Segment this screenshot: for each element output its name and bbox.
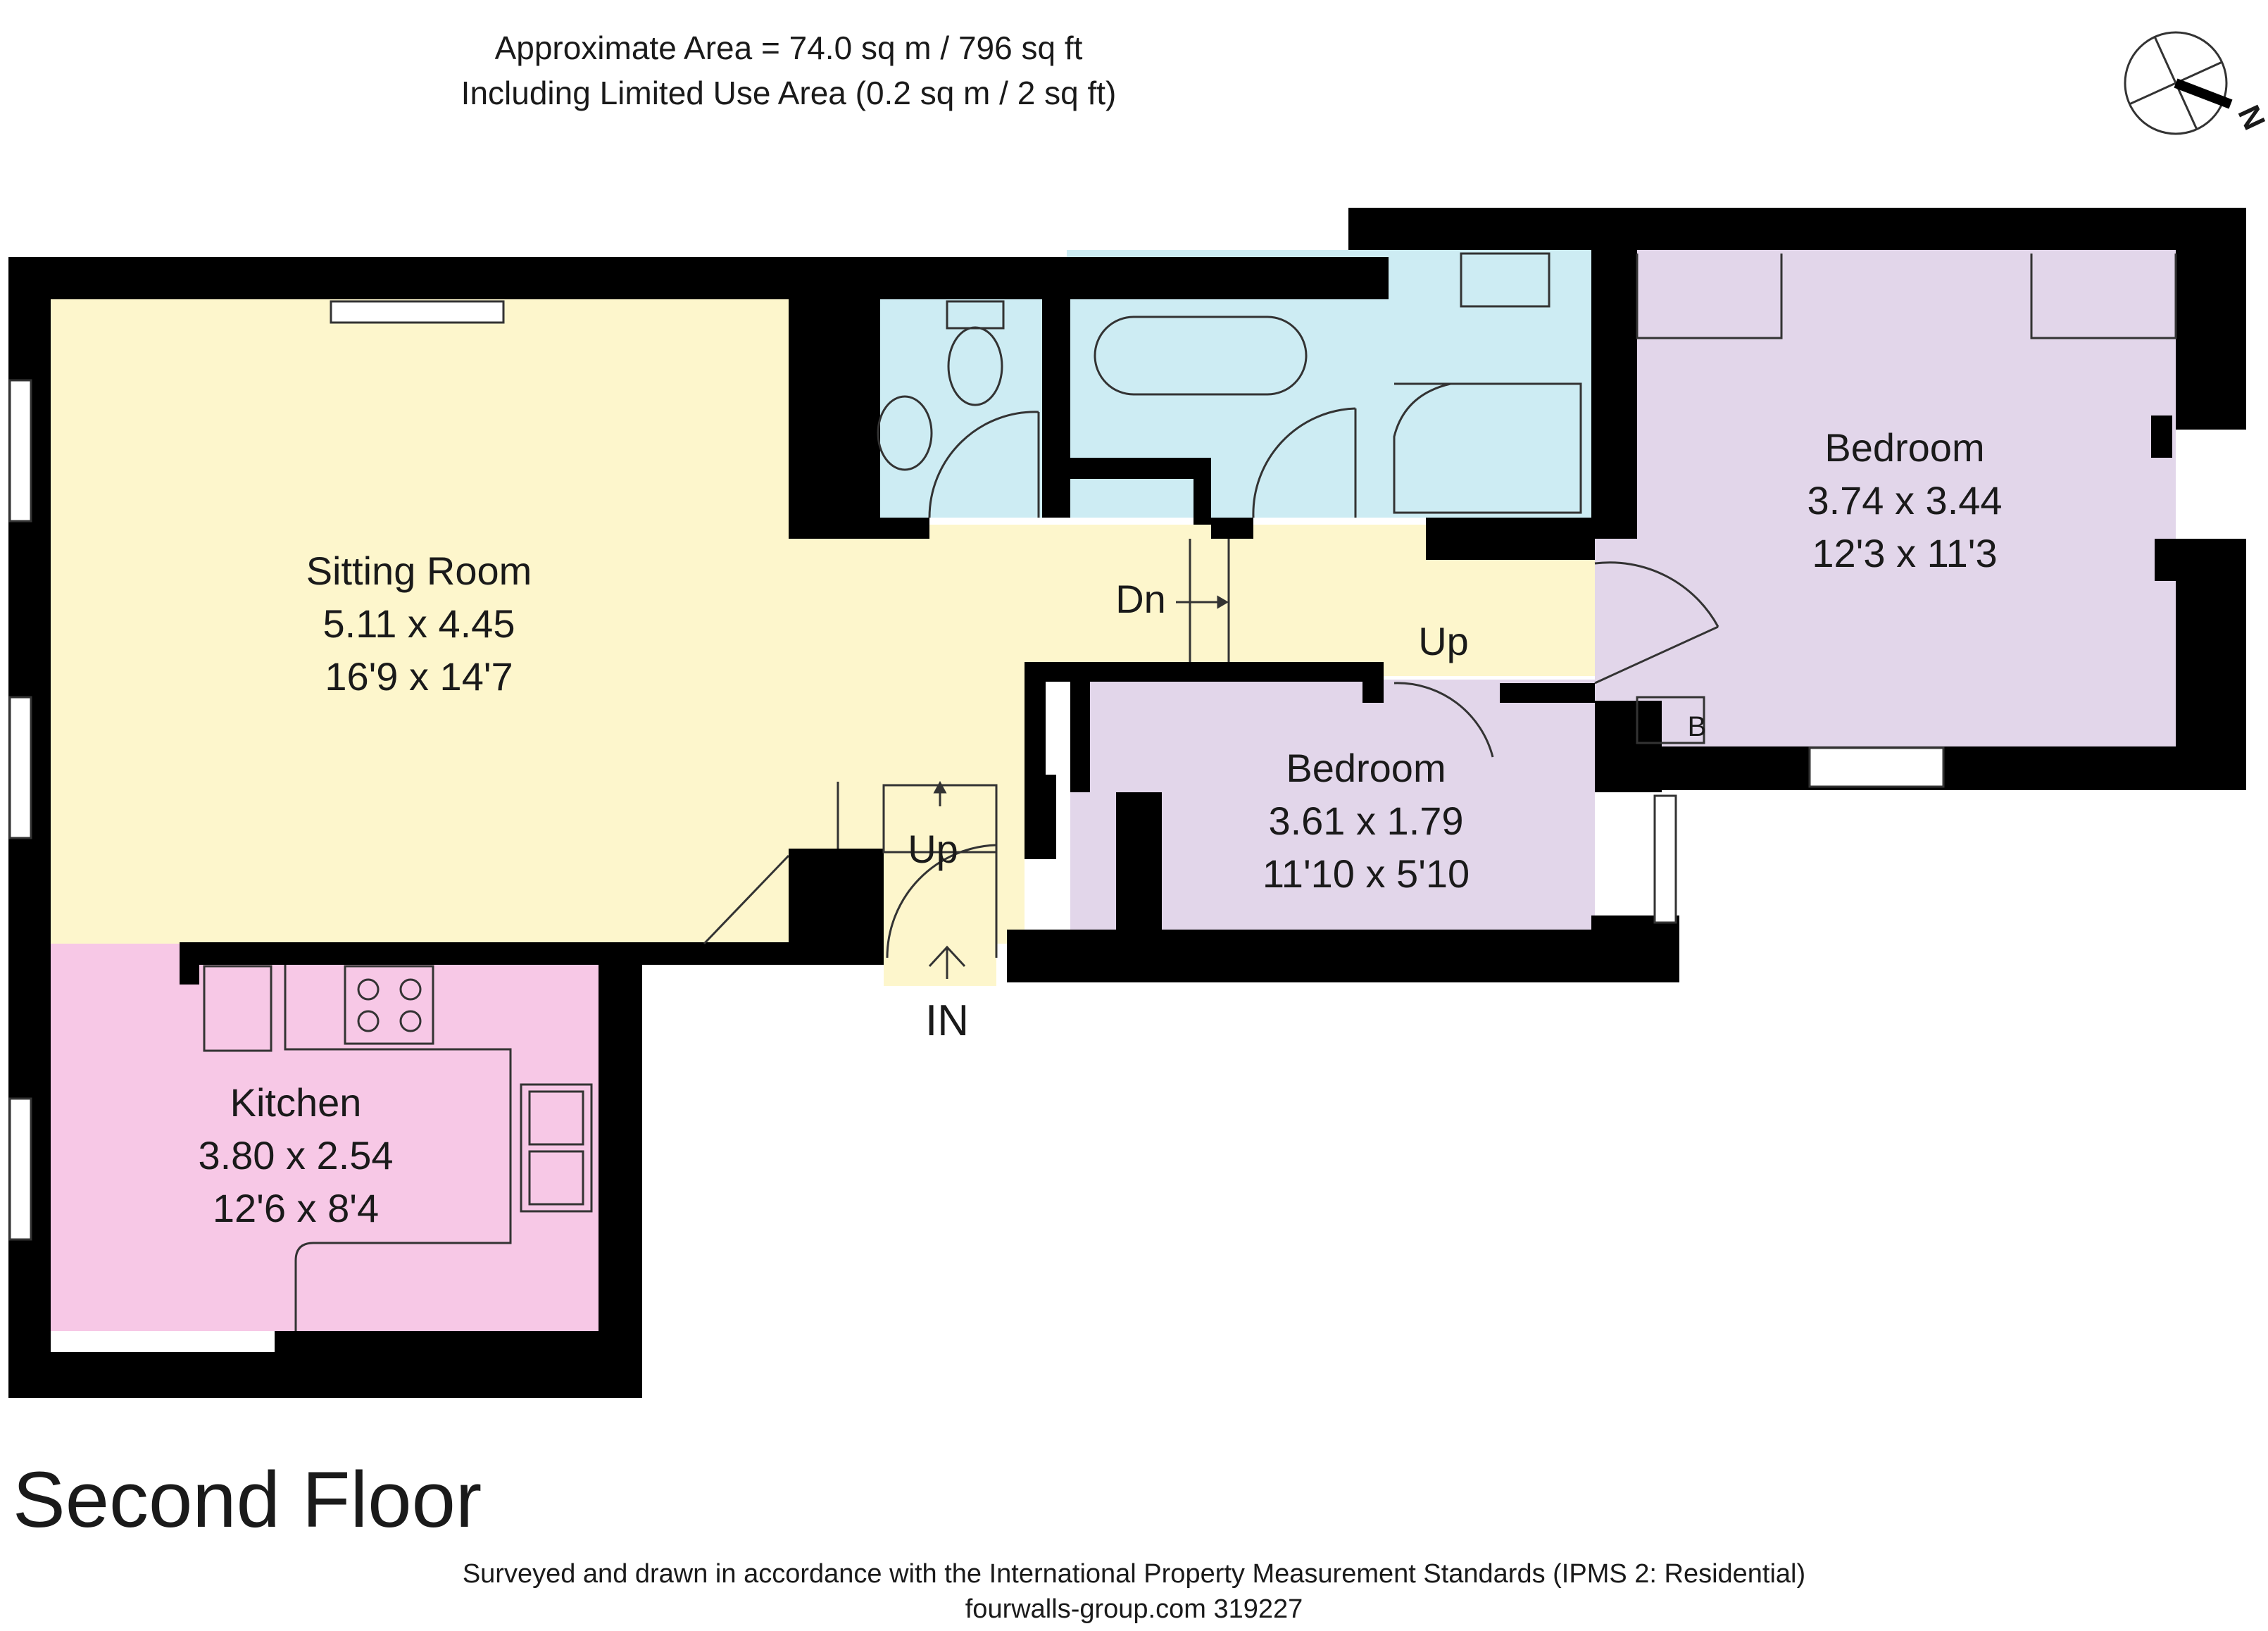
- sitting-room-name: Sitting Room: [306, 549, 532, 593]
- compass-needle: [2174, 78, 2233, 109]
- kitchen-worktop: [284, 965, 512, 1331]
- bedroom-large-window: [1808, 746, 1945, 788]
- bedroom-large-imperial: 12'3 x 11'3: [1812, 531, 1997, 575]
- bedroom-large-name: Bedroom: [1824, 425, 1984, 470]
- room-fills: [49, 250, 2176, 1331]
- wc-basin: [877, 395, 933, 471]
- boiler-label: B: [1688, 711, 1707, 742]
- kitchen-sink: [520, 1083, 593, 1213]
- bedroom-small-metric: 3.61 x 1.79: [1268, 799, 1463, 843]
- boiler-cupboard: [1636, 696, 1705, 744]
- kitchen-fill: [49, 944, 599, 1331]
- entrance-fill: [884, 782, 996, 986]
- compass: N: [2124, 31, 2268, 135]
- bedroom-small-imperial: 11'10 x 5'10: [1263, 851, 1470, 896]
- sitting-top-radiator: [330, 300, 505, 324]
- bedroom-small-window: [1653, 794, 1677, 924]
- kitchen-imperial: 12'6 x 8'4: [213, 1186, 379, 1230]
- sitting-window-2: [8, 696, 32, 839]
- floor-title: Second Floor: [13, 1456, 482, 1544]
- sitting-window-1: [8, 379, 32, 523]
- kitchen-name: Kitchen: [230, 1080, 362, 1125]
- sitting-room-fill: [49, 299, 1595, 944]
- limited-use-line: Including Limited Use Area (0.2 sq m / 2…: [461, 75, 1117, 111]
- fixtures: [203, 252, 2177, 1331]
- bedroom-large-fill: [1595, 250, 2176, 750]
- up-entrance-label: Up: [908, 827, 958, 871]
- area-line: Approximate Area = 74.0 sq m / 796 sq ft: [494, 30, 1083, 66]
- bathroom-basin: [1460, 252, 1550, 308]
- bedroom-small-name: Bedroom: [1286, 746, 1446, 790]
- bath: [1094, 315, 1308, 396]
- kitchen-metric: 3.80 x 2.54: [198, 1133, 393, 1177]
- wardrobe-right: [2030, 254, 2177, 339]
- footer: Surveyed and drawn in accordance with th…: [0, 1556, 2268, 1627]
- shower-tray: [1393, 382, 1582, 514]
- windows: [8, 300, 1945, 1241]
- kitchen-window: [8, 1097, 32, 1241]
- compass-north-label: N: [2231, 100, 2268, 135]
- down-label: Dn: [1115, 577, 1166, 621]
- sitting-room-metric: 5.11 x 4.45: [323, 601, 515, 646]
- arrows: [928, 595, 1229, 979]
- up-hall-label: Up: [1418, 619, 1469, 663]
- reference-line: fourwalls-group.com 319227: [965, 1594, 1303, 1624]
- entrance-label: IN: [925, 996, 969, 1045]
- sitting-room-imperial: 16'9 x 14'7: [325, 654, 513, 699]
- room-labels: Sitting Room 5.11 x 4.45 16'9 x 14'7 Kit…: [198, 425, 2002, 1230]
- kitchen-cupboard: [203, 965, 272, 1052]
- wc-fill: [880, 299, 1042, 518]
- standards-line: Surveyed and drawn in accordance with th…: [462, 1559, 1806, 1589]
- wardrobe-left: [1636, 254, 1783, 339]
- bedroom-large-metric: 3.74 x 3.44: [1807, 478, 2002, 523]
- bedroom-small-fill: [1070, 680, 1595, 937]
- hob: [344, 965, 434, 1045]
- area-summary: Approximate Area = 74.0 sq m / 796 sq ft…: [0, 25, 1577, 115]
